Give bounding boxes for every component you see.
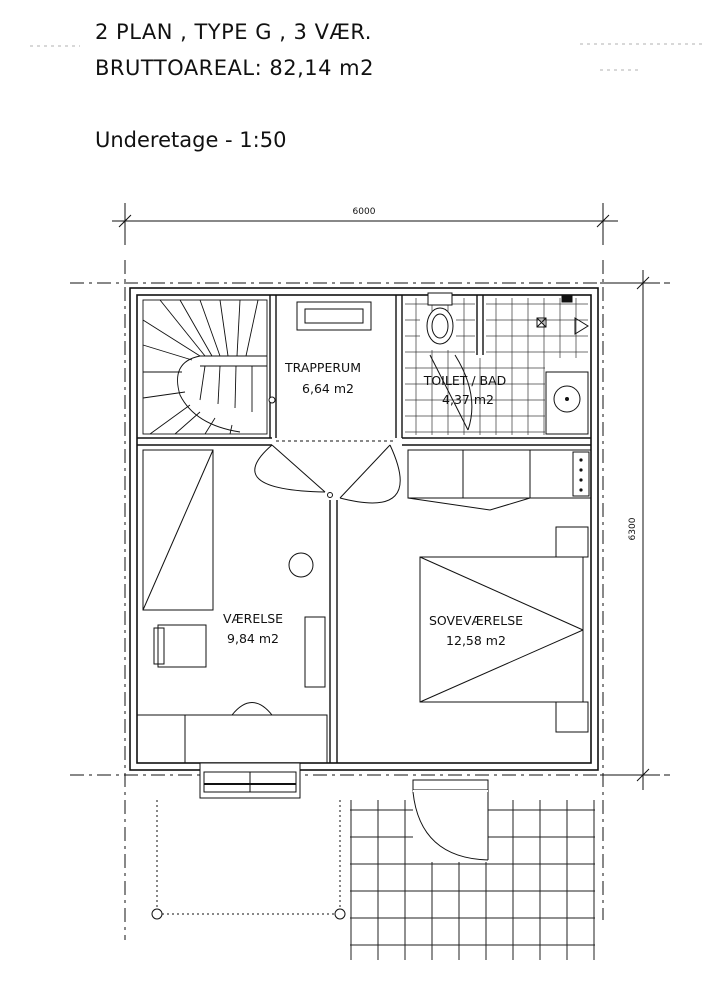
dimension-width-label: 6000 [353, 207, 376, 217]
shower-icon [536, 295, 589, 335]
bath-door [429, 354, 469, 431]
vaerelse-door [254, 444, 326, 493]
desk [136, 702, 328, 764]
window [199, 762, 301, 799]
gross-area: BRUTTOAREAL: 82,14 m2 [95, 56, 374, 80]
exterior-walls [129, 287, 599, 771]
shelf [304, 616, 326, 688]
bed [419, 526, 589, 733]
plan-title: 2 PLAN , TYPE G , 3 VÆR. [95, 20, 372, 44]
post-icon [151, 908, 163, 920]
toilet-area: 4,37 m2 [442, 392, 494, 407]
sovevaerelse-area: 12,58 m2 [446, 633, 506, 648]
skylight [296, 301, 372, 331]
vaerelse-name: VÆRELSE [223, 611, 283, 626]
floor-scale: Underetage - 1:50 [95, 128, 287, 152]
staircase [142, 299, 268, 435]
shower-tiles [486, 298, 588, 358]
sovevaerelse-door [339, 444, 401, 504]
axis-lines [70, 260, 670, 940]
toilet-name: TOILET / BAD [423, 373, 507, 388]
lamp-icon [288, 552, 314, 578]
interior-walls [137, 295, 591, 763]
chair-icon [153, 624, 207, 668]
dimension-width [112, 203, 618, 245]
scan-marks [30, 43, 705, 71]
handrail-post [268, 396, 276, 404]
toilet-icon [426, 292, 454, 345]
dimension-height-label: 6300 [628, 517, 638, 540]
bed-vaerelse [142, 449, 214, 611]
trapperum-name: TRAPPERUM [284, 360, 361, 375]
pergola [156, 800, 341, 915]
post-icon [334, 908, 346, 920]
trapperum-area: 6,64 m2 [302, 381, 354, 396]
sink-basin-icon [553, 385, 581, 413]
sovevaerelse-name: SOVEVÆRELSE [429, 613, 523, 628]
wardrobe [407, 449, 592, 511]
vaerelse-area: 9,84 m2 [227, 631, 279, 646]
sink [545, 371, 589, 435]
